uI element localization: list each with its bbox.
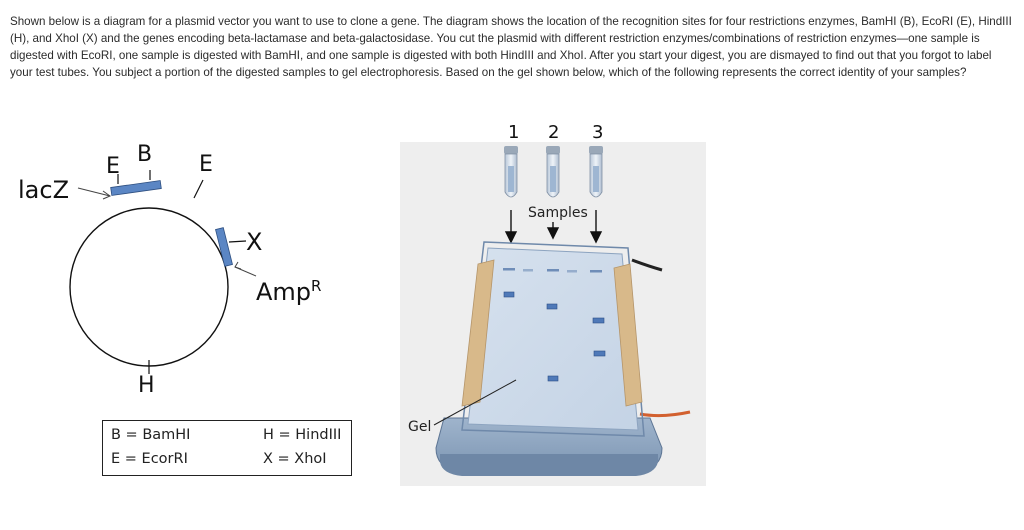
plasmid-circle bbox=[69, 207, 229, 367]
wire-black bbox=[631, 258, 663, 272]
lane-label-1: 1 bbox=[508, 122, 519, 143]
ampr-arrowhead bbox=[234, 261, 242, 270]
site-e2-label: E bbox=[199, 152, 213, 177]
gel-label: Gel bbox=[408, 419, 431, 435]
site-e2-tick bbox=[193, 179, 204, 199]
band-lane3-2 bbox=[593, 350, 606, 357]
right-dam bbox=[613, 263, 643, 407]
ampr-label-main: Amp bbox=[256, 278, 311, 306]
site-e1-label: E bbox=[106, 154, 120, 179]
ampr-gene-box bbox=[215, 227, 233, 267]
ampr-label-superscript: R bbox=[311, 277, 321, 295]
wire-red bbox=[639, 410, 691, 418]
site-x-label: X bbox=[246, 228, 262, 256]
band-lane1-1 bbox=[503, 291, 515, 298]
lacz-arrowhead bbox=[102, 190, 112, 200]
site-x-tick bbox=[228, 240, 247, 243]
enzyme-legend: B = BamHI E = EcorRI H = HindIII X = Xho… bbox=[102, 420, 352, 476]
plasmid-map: lacZ E B E X AmpR H bbox=[18, 142, 321, 398]
dna-bands bbox=[503, 291, 606, 382]
lane-label-2: 2 bbox=[548, 122, 559, 143]
site-b-label: B bbox=[137, 142, 152, 167]
legend-bamhi: B = BamHI bbox=[111, 427, 191, 443]
gel-wells bbox=[503, 268, 602, 273]
band-lane3-1 bbox=[592, 317, 605, 324]
lacz-arrow bbox=[77, 187, 111, 197]
gel-tank-base bbox=[440, 454, 658, 476]
gel-pointer-line bbox=[433, 379, 517, 426]
sample-tube-1 bbox=[504, 146, 518, 198]
ampr-label: AmpR bbox=[256, 277, 321, 306]
sample-tube-2 bbox=[546, 146, 560, 198]
gel-electrophoresis-figure: 1 2 3 Samples bbox=[400, 122, 706, 486]
lacz-gene-box bbox=[110, 180, 162, 196]
loading-arrows bbox=[504, 210, 603, 244]
question-text: Shown below is a diagram for a plasmid v… bbox=[10, 15, 1012, 79]
left-dam bbox=[461, 259, 495, 407]
lane-label-3: 3 bbox=[592, 122, 603, 143]
site-h-label: H bbox=[138, 373, 155, 398]
samples-label: Samples bbox=[528, 205, 588, 221]
legend-xhoi: X = XhoI bbox=[263, 451, 327, 467]
legend-ecori: E = EcorRI bbox=[111, 451, 188, 467]
lacz-label: lacZ bbox=[18, 176, 69, 204]
band-lane2-2 bbox=[547, 375, 559, 382]
sample-tube-3 bbox=[589, 146, 603, 198]
band-lane2-1 bbox=[546, 303, 558, 310]
legend-hindiii: H = HindIII bbox=[263, 427, 342, 443]
gel-slab bbox=[467, 247, 639, 431]
